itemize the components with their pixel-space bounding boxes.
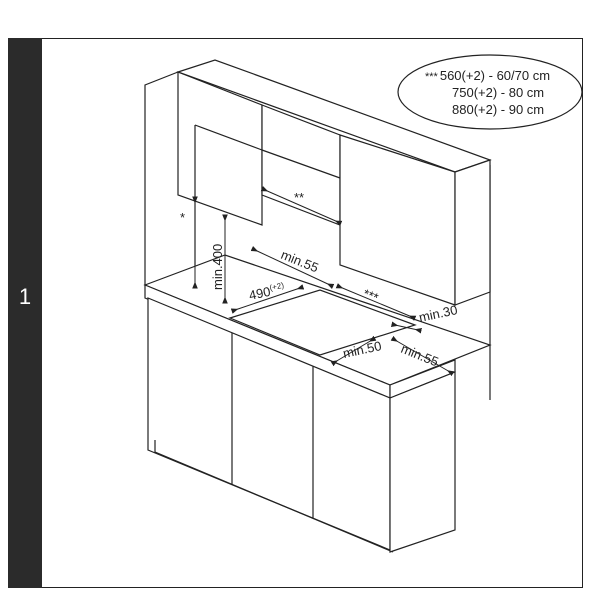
- legend-line-3: 880(+2) - 90 cm: [452, 102, 544, 117]
- label-cutout: 490(+2): [248, 281, 287, 303]
- label-min400: min.400: [210, 244, 225, 290]
- dimensions: [192, 186, 455, 377]
- legend: ***560(+2) - 60/70 cm 750(+2) - 80 cm 88…: [397, 54, 583, 130]
- legend-line-1: 560(+2) - 60/70 cm: [440, 68, 550, 83]
- label-triple-asterisk: ***: [361, 286, 381, 306]
- step-sidebar: [8, 38, 42, 588]
- step-number: 1: [18, 284, 32, 309]
- svg-text:***560(+2) - 60/70 cm: ***560(+2) - 60/70 cm: [425, 68, 550, 83]
- base-cabinets: [147, 297, 456, 553]
- label-double-asterisk: **: [294, 190, 304, 205]
- legend-line-2: 750(+2) - 80 cm: [452, 85, 544, 100]
- label-min30: min.30: [418, 302, 459, 325]
- label-asterisk: *: [180, 210, 185, 225]
- legend-prefix: ***: [425, 71, 439, 83]
